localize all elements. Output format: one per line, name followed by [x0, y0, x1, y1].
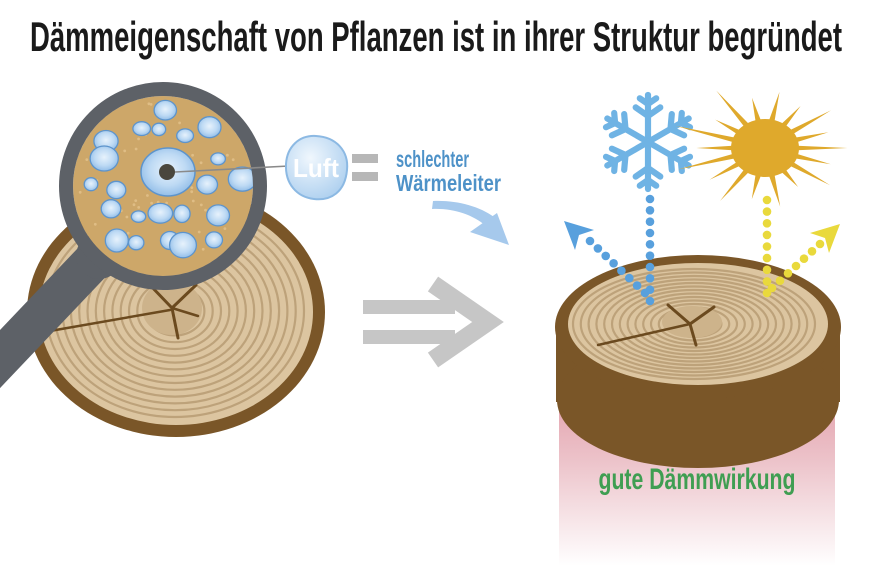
cold-ray-dots [645, 194, 655, 306]
poor-conductor-label-line2: Wärmeleiter [396, 170, 501, 196]
equals-sign [352, 154, 378, 181]
insulation-caption: gute Dämmwirkung [599, 463, 796, 496]
poor-conductor-label-line1: schlechter [396, 146, 469, 172]
magnifier-handle [0, 243, 112, 389]
luft-text: Luft [293, 153, 339, 183]
luft-label: Luft [284, 134, 349, 201]
magnifier [0, 82, 267, 389]
insulated-log [555, 255, 841, 566]
heat-reflect-arrow-icon [810, 224, 840, 253]
sun-icon [675, 90, 848, 207]
heat-ray-dots [767, 239, 825, 293]
cold-ray-dots [585, 236, 650, 298]
page-title: Dämmeigenschaft von Pflanzen ist in ihre… [30, 13, 842, 60]
luft-bubble [284, 134, 349, 201]
transform-arrow-icon [363, 276, 504, 368]
pointer-line [174, 165, 290, 173]
curved-down-arrow-icon [432, 200, 509, 245]
heat-ray-dots [762, 195, 772, 298]
cold-reflect-arrow-icon [564, 221, 594, 250]
air-pore-dot [159, 164, 175, 180]
log-cracks [596, 303, 716, 347]
cell-structure [78, 99, 254, 259]
magnifier-rim [59, 82, 267, 290]
snowflake-icon [602, 91, 694, 193]
